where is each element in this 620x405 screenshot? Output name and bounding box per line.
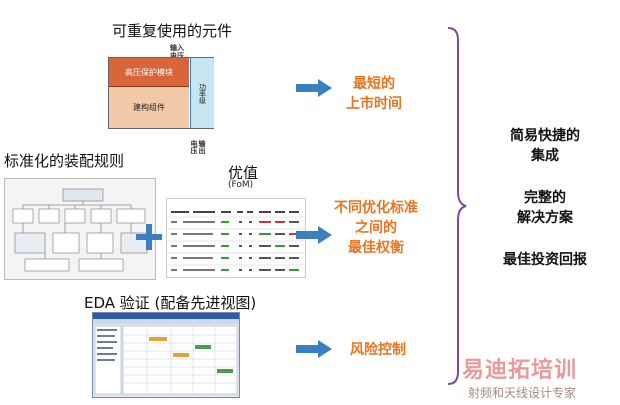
eda-screenshot-thumbnail (92, 312, 240, 398)
fom-table-image (167, 211, 305, 271)
arrow-right-icon (296, 340, 332, 358)
eda-title: EDA 验证 (配备先进视图) (84, 294, 257, 312)
outcome-best-tradeoff: 不同优化标准 之间的 最佳权衡 (334, 200, 418, 256)
watermark-tagline: 射频和天线设计专家 (468, 386, 577, 400)
reusable-title: 可重复使用的元件 (112, 22, 233, 40)
fom-table-thumbnail (166, 198, 306, 278)
outcome-time-to-market: 最短的 上市时间 (346, 76, 402, 112)
arrow-right-icon (296, 226, 332, 244)
summary-complete-solution: 完整的 解决方案 (517, 190, 573, 226)
protect-module-label: 高压保护模块 (125, 67, 173, 77)
output-voltage-label: 输出 电压 (190, 140, 206, 154)
bracket-icon (447, 27, 467, 385)
power-stage-block: 功率级 (190, 58, 214, 128)
input-voltage-label: 输入 电压 (170, 44, 184, 60)
fom-subtitle: (FoM) (228, 180, 254, 190)
assembly-title: 标准化的装配规则 (4, 152, 125, 170)
topology-block: 建构组件 (109, 87, 189, 128)
plus-sign (136, 224, 162, 250)
power-stage-label: 功率级 (198, 82, 207, 104)
reusable-block-diagram: 高压保护模块 建构组件 功率级 (108, 57, 214, 129)
watermark-brand: 易迪拓培训 (462, 358, 578, 383)
schematic-image (5, 179, 155, 279)
arrow-right-icon (296, 79, 332, 97)
outcome-risk-control: 风险控制 (350, 342, 406, 358)
summary-integration: 简易快捷的 集成 (510, 128, 580, 164)
protect-module: 高压保护模块 (109, 58, 189, 87)
summary-roi: 最佳投资回报 (503, 252, 587, 268)
schematic-thumbnail (4, 178, 156, 280)
fom-title: 优值 (228, 164, 259, 182)
eda-screenshot-image (93, 313, 239, 395)
topology-label: 建构组件 (133, 103, 165, 112)
